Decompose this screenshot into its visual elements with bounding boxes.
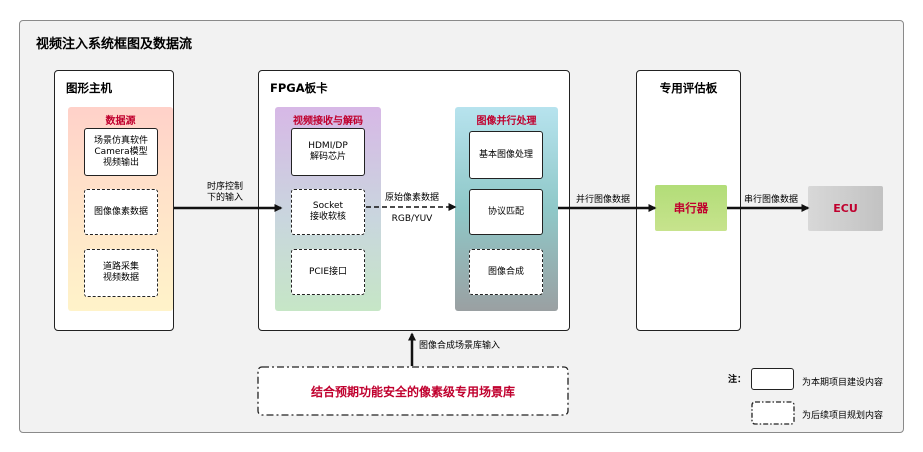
image-synthesis-box: 图像合成 xyxy=(469,249,543,295)
eval-board-title: 专用评估板 xyxy=(659,81,718,95)
raw-pixel-data-label: 原始像素数据 xyxy=(384,193,439,203)
legend-dashed-label: 为后续项目规划内容 xyxy=(802,411,884,421)
fpga-panel-title: FPGA板卡 xyxy=(270,81,328,95)
serializer-label: 串行器 xyxy=(673,201,709,215)
pcie-interface-box: PCIE接口 xyxy=(291,249,365,295)
image-parallel-processing-title: 图像并行处理 xyxy=(476,116,537,127)
basic-image-processing-label: 基本图像处理 xyxy=(478,149,533,160)
parallel-image-data-label: 并行图像数据 xyxy=(575,195,630,205)
scene-library-label: 结合预期功能安全的像素级专用场景库 xyxy=(310,385,515,399)
serial-image-data-label: 串行图像数据 xyxy=(743,195,798,205)
image-pixel-data-box: 图像像素数据 xyxy=(84,189,158,235)
legend-solid-label: 为本期项目建设内容 xyxy=(802,378,884,388)
video-receive-decode-title: 视频接收与解码 xyxy=(293,116,363,127)
hdmi-dp-decoder-box: HDMI/DP 解码芯片 xyxy=(291,128,365,176)
scene-library-input-label: 图像合成场景库输入 xyxy=(419,341,501,351)
ecu-label: ECU xyxy=(833,202,858,215)
protocol-matching-label: 协议匹配 xyxy=(487,206,524,217)
ecu-block: ECU xyxy=(808,186,883,231)
road-video-data-label: 道路采集 视频数据 xyxy=(102,262,139,283)
legend-note: 注： xyxy=(728,375,747,385)
scene-sim-camera-box: 场景仿真软件 Camera模型 视频输出 xyxy=(84,128,158,176)
rgb-yuv-label: RGB/YUV xyxy=(391,214,433,224)
diagram-title: 视频注入系统框图及数据流 xyxy=(36,37,193,52)
scene-sim-camera-label: 场景仿真软件 Camera模型 视频输出 xyxy=(93,135,148,168)
socket-receiver-box: Socket 接收软核 xyxy=(291,189,365,235)
image-pixel-data-label: 图像像素数据 xyxy=(93,206,148,217)
protocol-matching-box: 协议匹配 xyxy=(469,189,543,235)
basic-image-processing-box: 基本图像处理 xyxy=(469,131,543,179)
image-synthesis-label: 图像合成 xyxy=(487,266,524,277)
serializer-block: 串行器 xyxy=(655,185,727,231)
arrow-host-to-fpga-label: 时序控制 下的输入 xyxy=(206,182,243,203)
socket-receiver-label: Socket 接收软核 xyxy=(309,201,346,222)
legend-solid-swatch xyxy=(751,368,794,390)
legend-dashed-swatch xyxy=(751,401,795,425)
hdmi-dp-decoder-label: HDMI/DP 解码芯片 xyxy=(308,141,348,162)
scene-library-border xyxy=(257,366,569,416)
road-video-data-box: 道路采集 视频数据 xyxy=(84,249,158,297)
pcie-interface-label: PCIE接口 xyxy=(308,266,348,277)
host-panel-title: 图形主机 xyxy=(66,81,112,95)
data-source-title: 数据源 xyxy=(105,116,136,127)
